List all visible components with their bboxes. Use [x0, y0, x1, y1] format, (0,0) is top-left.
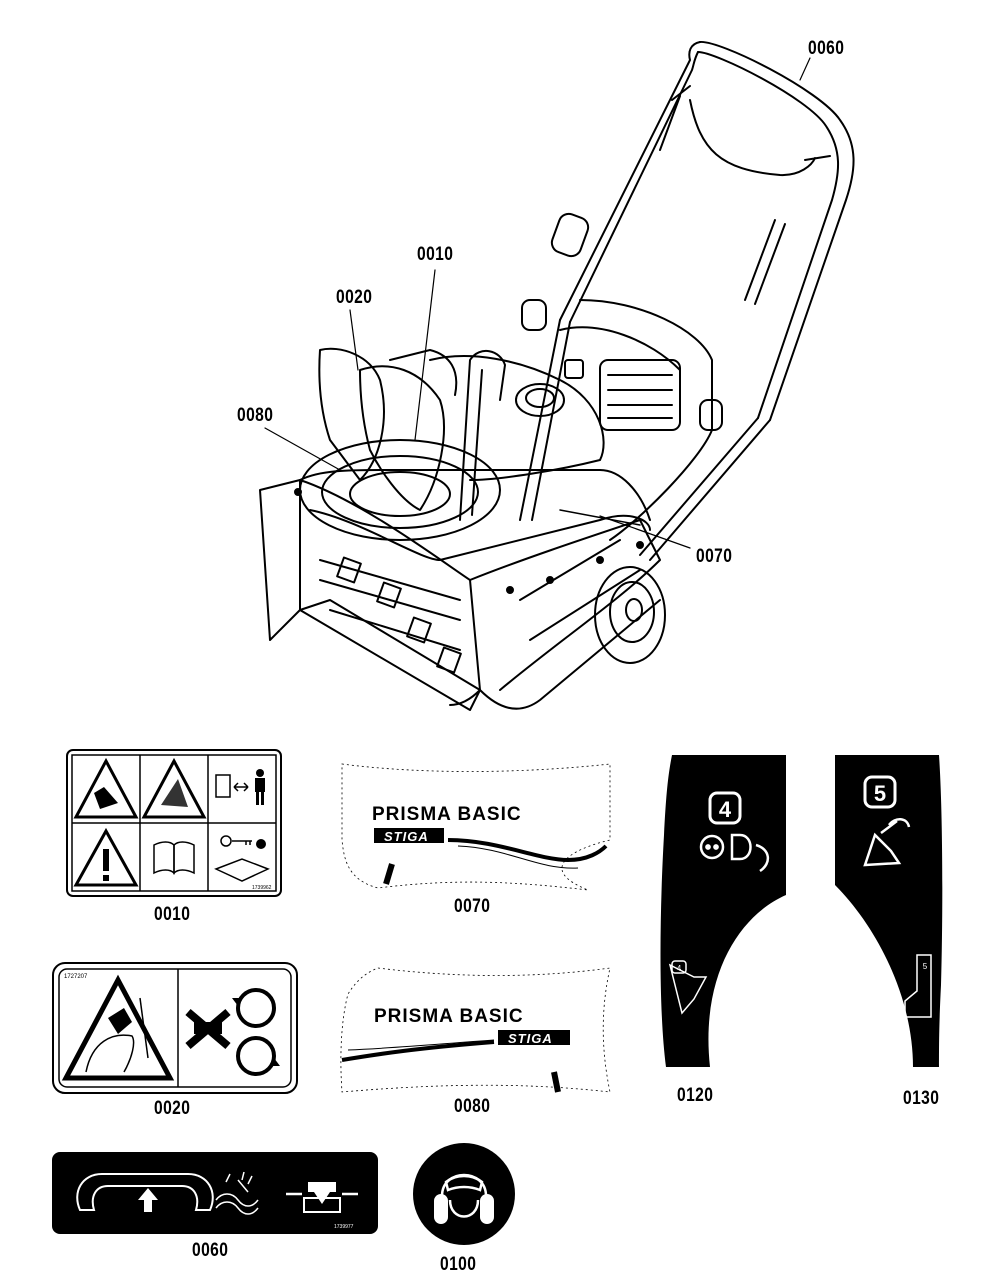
decal-0010-warning-grid: 1739962	[66, 749, 282, 897]
auger-engage-icon	[215, 1171, 259, 1215]
safe-distance-icon	[215, 774, 249, 798]
decal-0070-prisma-basic-right: PRISMA BASIC STIGA	[341, 763, 611, 891]
hearing-eye-protection-icon	[440, 1173, 488, 1218]
choke-arrow-icon	[668, 960, 708, 1015]
decal-0060-code: 1739977	[334, 1224, 354, 1230]
decal-0100-label: 0100	[440, 1254, 477, 1275]
decal-0120-label: 0120	[677, 1085, 714, 1106]
decal-0060-label: 0060	[192, 1240, 229, 1261]
decal-0130-number: 5	[874, 781, 886, 806]
snow-thrower-illustration	[259, 40, 855, 711]
callout-0060: 0060	[808, 38, 845, 59]
decal-0120-number: 4	[719, 797, 732, 822]
choke-icon	[699, 833, 769, 873]
decal-0120-small-number: 4	[677, 964, 682, 973]
decal-0080-title: PRISMA BASIC	[374, 1006, 524, 1027]
callout-0020: 0020	[336, 287, 373, 308]
decal-0020-auger-warning: 1727207	[52, 962, 298, 1094]
decal-0010-label: 0010	[154, 904, 191, 925]
decal-0130-small-number: 5	[923, 962, 928, 971]
callout-0080: 0080	[237, 405, 274, 426]
decal-0080-label: 0080	[454, 1096, 491, 1117]
decal-0070-title: PRISMA BASIC	[372, 804, 522, 825]
decal-0010-code: 1739962	[252, 885, 272, 891]
decal-0120-choke-panel: 4 4	[660, 755, 786, 1067]
decal-0080-prisma-basic-left: PRISMA BASIC STIGA	[340, 967, 611, 1093]
decal-0100-ppe-mandatory	[413, 1143, 515, 1245]
warning-triangle-icon	[73, 757, 207, 887]
callout-0010: 0010	[417, 244, 454, 265]
decal-0020-code: 1727207	[64, 974, 88, 980]
callout-0070: 0070	[696, 546, 733, 567]
decal-0070-brand: STIGA	[384, 829, 429, 844]
no-hands-auger-icon	[185, 988, 280, 1076]
decal-0130-primer-panel: 5 5	[835, 755, 943, 1067]
primer-arrow-icon	[904, 954, 932, 1018]
decal-0080-brand: STIGA	[508, 1031, 553, 1046]
remove-key-icon	[214, 835, 270, 882]
manual-book-icon	[153, 841, 195, 875]
decal-0130-label: 0130	[903, 1088, 940, 1109]
primer-icon	[863, 818, 911, 867]
decal-0020-label: 0020	[154, 1098, 191, 1119]
decal-0060-handle-control: 1739977	[52, 1152, 378, 1234]
decal-0070-label: 0070	[454, 896, 491, 917]
handle-bail-icon	[76, 1173, 214, 1211]
